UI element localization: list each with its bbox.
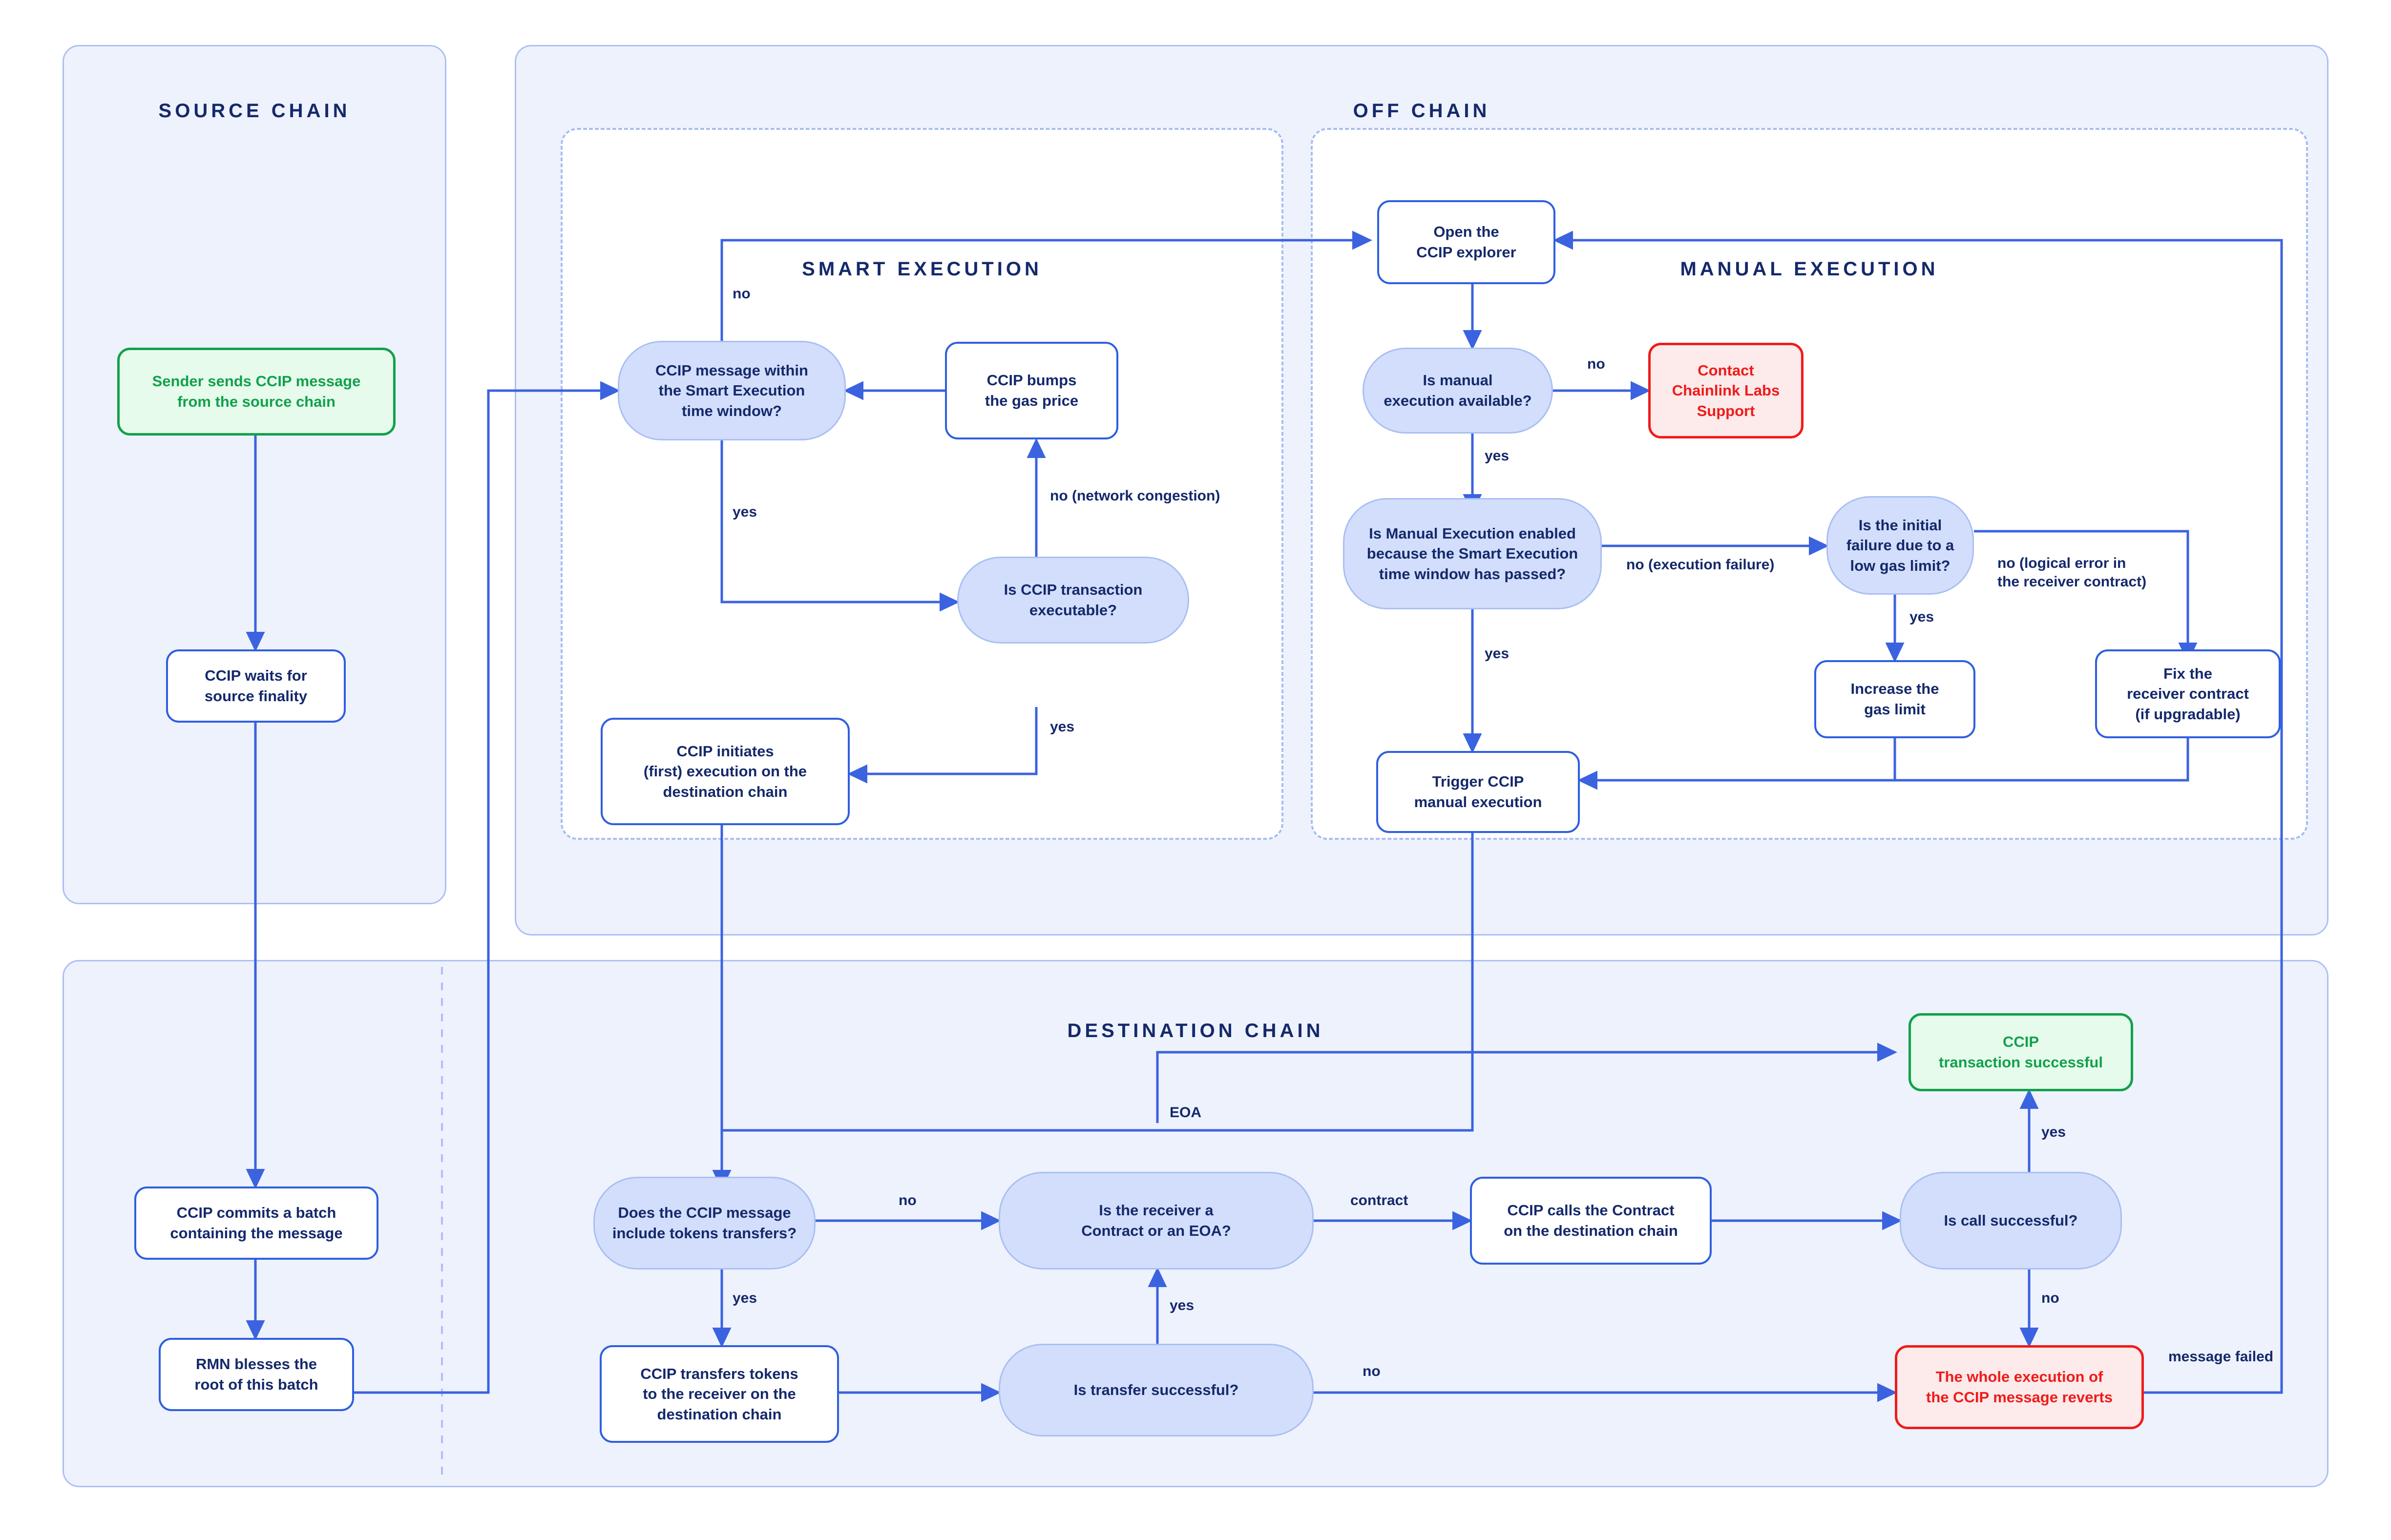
node-calls-contract[interactable]: CCIP calls the Contract on the destinati… [1470, 1177, 1712, 1265]
edge-label-transfer-yes: yes [1170, 1297, 1195, 1313]
node-trigger-manual[interactable]: Trigger CCIP manual execution [1376, 751, 1580, 833]
node-commits-batch-label: CCIP commits a batch containing the mess… [170, 1204, 343, 1242]
node-rmn-blesses-label: RMN blesses the root of this batch [194, 1355, 318, 1393]
node-trigger-manual-label: Trigger CCIP manual execution [1414, 773, 1542, 811]
node-fix-receiver-label: Fix the receiver contract (if upgradable… [2127, 665, 2249, 723]
node-transfer-successful[interactable]: Is transfer successful? [999, 1344, 1314, 1436]
node-increase-gas-label: Increase the gas limit [1850, 680, 1939, 718]
node-manual-enabled[interactable]: Is Manual Execution enabled because the … [1343, 498, 1602, 609]
edge-label-manual-available-yes: yes [1485, 448, 1510, 464]
node-receiver-type[interactable]: Is the receiver a Contract or an EOA? [999, 1172, 1314, 1269]
node-contact-support-label: Contact Chainlink Labs Support [1672, 361, 1780, 419]
node-initiates-execution[interactable]: CCIP initiates (first) execution on the … [601, 718, 850, 825]
node-bumps-gas-label: CCIP bumps the gas price [985, 372, 1079, 409]
edge-label-tokens-no: no [899, 1192, 917, 1208]
node-initial-failure-label: Is the initial failure due to a low gas … [1846, 516, 1954, 574]
node-waits-finality[interactable]: CCIP waits for source finality [166, 649, 346, 723]
node-call-successful-label: Is call successful? [1944, 1212, 2078, 1229]
node-fix-receiver[interactable]: Fix the receiver contract (if upgradable… [2095, 649, 2281, 738]
edge-label-transfer-no: no [1363, 1363, 1381, 1379]
node-transfers-tokens-label: CCIP transfers tokens to the receiver on… [640, 1365, 798, 1423]
node-tx-executable[interactable]: Is CCIP transaction executable? [957, 557, 1189, 644]
edge-label-message-failed: message failed [2168, 1349, 2274, 1365]
node-sender-sends-label: Sender sends CCIP message from the sourc… [152, 373, 361, 410]
node-sender-sends[interactable]: Sender sends CCIP message from the sourc… [117, 348, 396, 436]
node-tx-successful[interactable]: CCIP transaction successful [1909, 1013, 2133, 1091]
node-initiates-execution-label: CCIP initiates (first) execution on the … [643, 742, 807, 800]
edge-label-call-no: no [2041, 1290, 2059, 1306]
node-waits-finality-label: CCIP waits for source finality [204, 667, 308, 705]
node-transfer-successful-label: Is transfer successful? [1073, 1381, 1239, 1399]
panel-off-chain-title: OFF CHAIN [1353, 100, 1490, 122]
panel-destination-chain-title: DESTINATION CHAIN [1067, 1020, 1324, 1041]
node-open-explorer[interactable]: Open the CCIP explorer [1377, 200, 1555, 284]
node-manual-available[interactable]: Is manual execution available? [1363, 348, 1553, 434]
node-tx-executable-label: Is CCIP transaction executable? [1004, 581, 1143, 619]
edge-label-manual-enabled-no: no (execution failure) [1626, 557, 1775, 573]
node-calls-contract-label: CCIP calls the Contract on the destinati… [1504, 1202, 1678, 1239]
node-increase-gas[interactable]: Increase the gas limit [1814, 660, 1975, 738]
panel-source-chain-title: SOURCE CHAIN [158, 100, 351, 122]
node-within-window-label: CCIP message within the Smart Execution … [655, 361, 808, 419]
node-execution-reverts-label: The whole execution of the CCIP message … [1926, 1368, 2113, 1406]
edge-label-executable-yes: yes [1050, 719, 1075, 735]
edge-label-executable-no: no (network congestion) [1050, 488, 1220, 504]
node-includes-tokens[interactable]: Does the CCIP message include tokens tra… [593, 1177, 816, 1269]
node-tx-successful-label: CCIP transaction successful [1939, 1033, 2103, 1071]
node-rmn-blesses[interactable]: RMN blesses the root of this batch [159, 1338, 354, 1411]
node-open-explorer-label: Open the CCIP explorer [1416, 223, 1516, 261]
node-within-window[interactable]: CCIP message within the Smart Execution … [618, 341, 846, 440]
edge-label-window-no: no [733, 286, 751, 302]
edge-label-initial-failure-yes: yes [1909, 609, 1934, 625]
node-execution-reverts[interactable]: The whole execution of the CCIP message … [1895, 1345, 2144, 1429]
edge-label-receiver-contract: contract [1350, 1192, 1408, 1208]
node-manual-enabled-label: Is Manual Execution enabled because the … [1366, 524, 1578, 583]
edge-label-window-yes: yes [733, 504, 757, 520]
node-transfers-tokens[interactable]: CCIP transfers tokens to the receiver on… [600, 1345, 839, 1443]
edge-label-call-yes: yes [2041, 1124, 2066, 1140]
edge-label-receiver-eoa: EOA [1170, 1104, 1202, 1121]
node-call-successful[interactable]: Is call successful? [1900, 1172, 2122, 1269]
node-commits-batch[interactable]: CCIP commits a batch containing the mess… [134, 1186, 378, 1260]
node-initial-failure[interactable]: Is the initial failure due to a low gas … [1826, 496, 1974, 595]
edge-label-manual-available-no: no [1587, 356, 1605, 372]
node-includes-tokens-label: Does the CCIP message include tokens tra… [612, 1204, 797, 1242]
edge-label-tokens-yes: yes [733, 1290, 757, 1306]
edge-label-initial-failure-no: no (logical error in the receiver contra… [1997, 555, 2147, 590]
node-manual-available-label: Is manual execution available? [1384, 372, 1532, 409]
node-contact-support[interactable]: Contact Chainlink Labs Support [1648, 343, 1804, 438]
node-bumps-gas[interactable]: CCIP bumps the gas price [945, 342, 1118, 439]
panel-smart-execution-title: SMART EXECUTION [802, 258, 1042, 280]
panel-manual-execution-title: MANUAL EXECUTION [1680, 258, 1939, 280]
edge-label-manual-enabled-yes: yes [1485, 645, 1510, 662]
node-receiver-type-label: Is the receiver a Contract or an EOA? [1081, 1202, 1231, 1239]
